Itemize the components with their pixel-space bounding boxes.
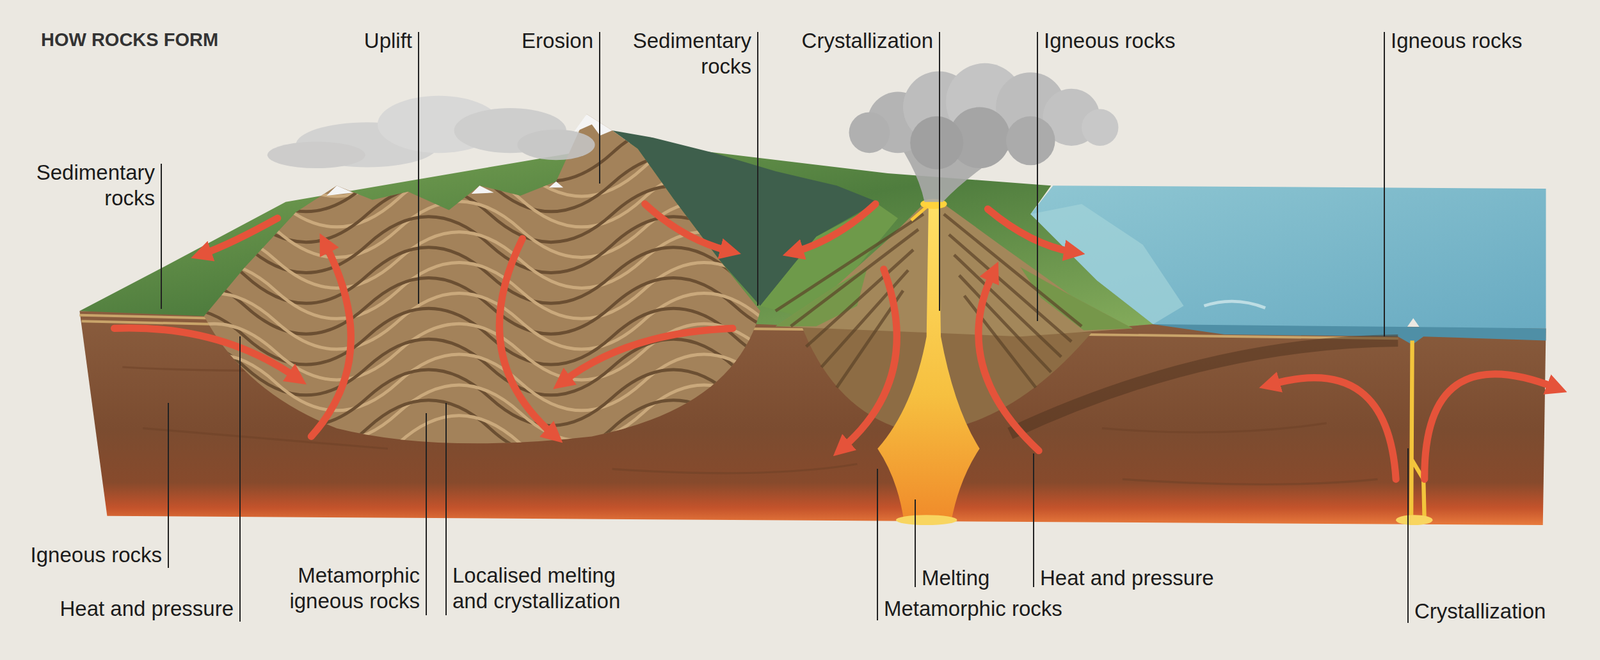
mountain-cloud (267, 96, 596, 169)
rock-process-label: Metamorphic rocks (883, 597, 1063, 621)
label-box: Crystallization (1414, 599, 1546, 625)
label-box: Uplift (364, 28, 413, 54)
rock-process-label: Crystallization (1414, 599, 1546, 624)
label-box: Erosion (521, 28, 594, 54)
rock-process-label: Erosion (521, 28, 594, 53)
label-box: Metamorphic rocks (883, 596, 1063, 623)
rock-process-label: Heat and pressure (1040, 566, 1215, 591)
diagram-title: HOW ROCKS FORM (40, 29, 219, 50)
process-arrows (114, 204, 1556, 480)
label-box: Igneous rocks (30, 542, 162, 569)
rock-process-label: Sedimentary rocks (632, 28, 752, 79)
magma-glow (896, 515, 958, 526)
sea (1030, 185, 1546, 345)
rock-process-label: Heat and pressure (60, 597, 235, 621)
rock-process-label: Uplift (364, 28, 413, 53)
rock-process-label: Melting (921, 566, 990, 591)
rock-process-label: Igneous rocks (1390, 28, 1522, 53)
label-box: Metamorphic igneous rocks (275, 563, 420, 616)
label-box: Igneous rocks (1390, 28, 1522, 54)
label-box: Sedimentary rocks (17, 160, 155, 212)
ash-cloud (849, 63, 1119, 203)
label-box: Heat and pressure (60, 596, 235, 623)
rock-process-label: Igneous rocks (1043, 28, 1176, 53)
label-box: Igneous rocks (1043, 28, 1176, 54)
label-box: Melting (921, 565, 990, 592)
rock-process-label: Crystallization (801, 28, 934, 53)
label-box: Localised melting and crystallization (452, 563, 645, 616)
label-box: Heat and pressure (1040, 565, 1215, 592)
trench-magma (1411, 341, 1425, 523)
rock-process-label: Igneous rocks (30, 543, 162, 568)
rock-process-label: Localised melting and crystallization (452, 563, 621, 614)
title-box: HOW ROCKS FORM (40, 29, 219, 51)
folded-mountain (122, 114, 888, 473)
rock-process-label: Metamorphic igneous rocks (289, 563, 420, 614)
rock-process-label: Sedimentary rocks (36, 160, 155, 210)
magma-glow (1395, 515, 1433, 526)
label-box: Crystallization (801, 28, 934, 54)
label-box: Sedimentary rocks (613, 28, 752, 80)
leader-lines (161, 32, 1408, 624)
subducting-plate (1009, 341, 1398, 434)
